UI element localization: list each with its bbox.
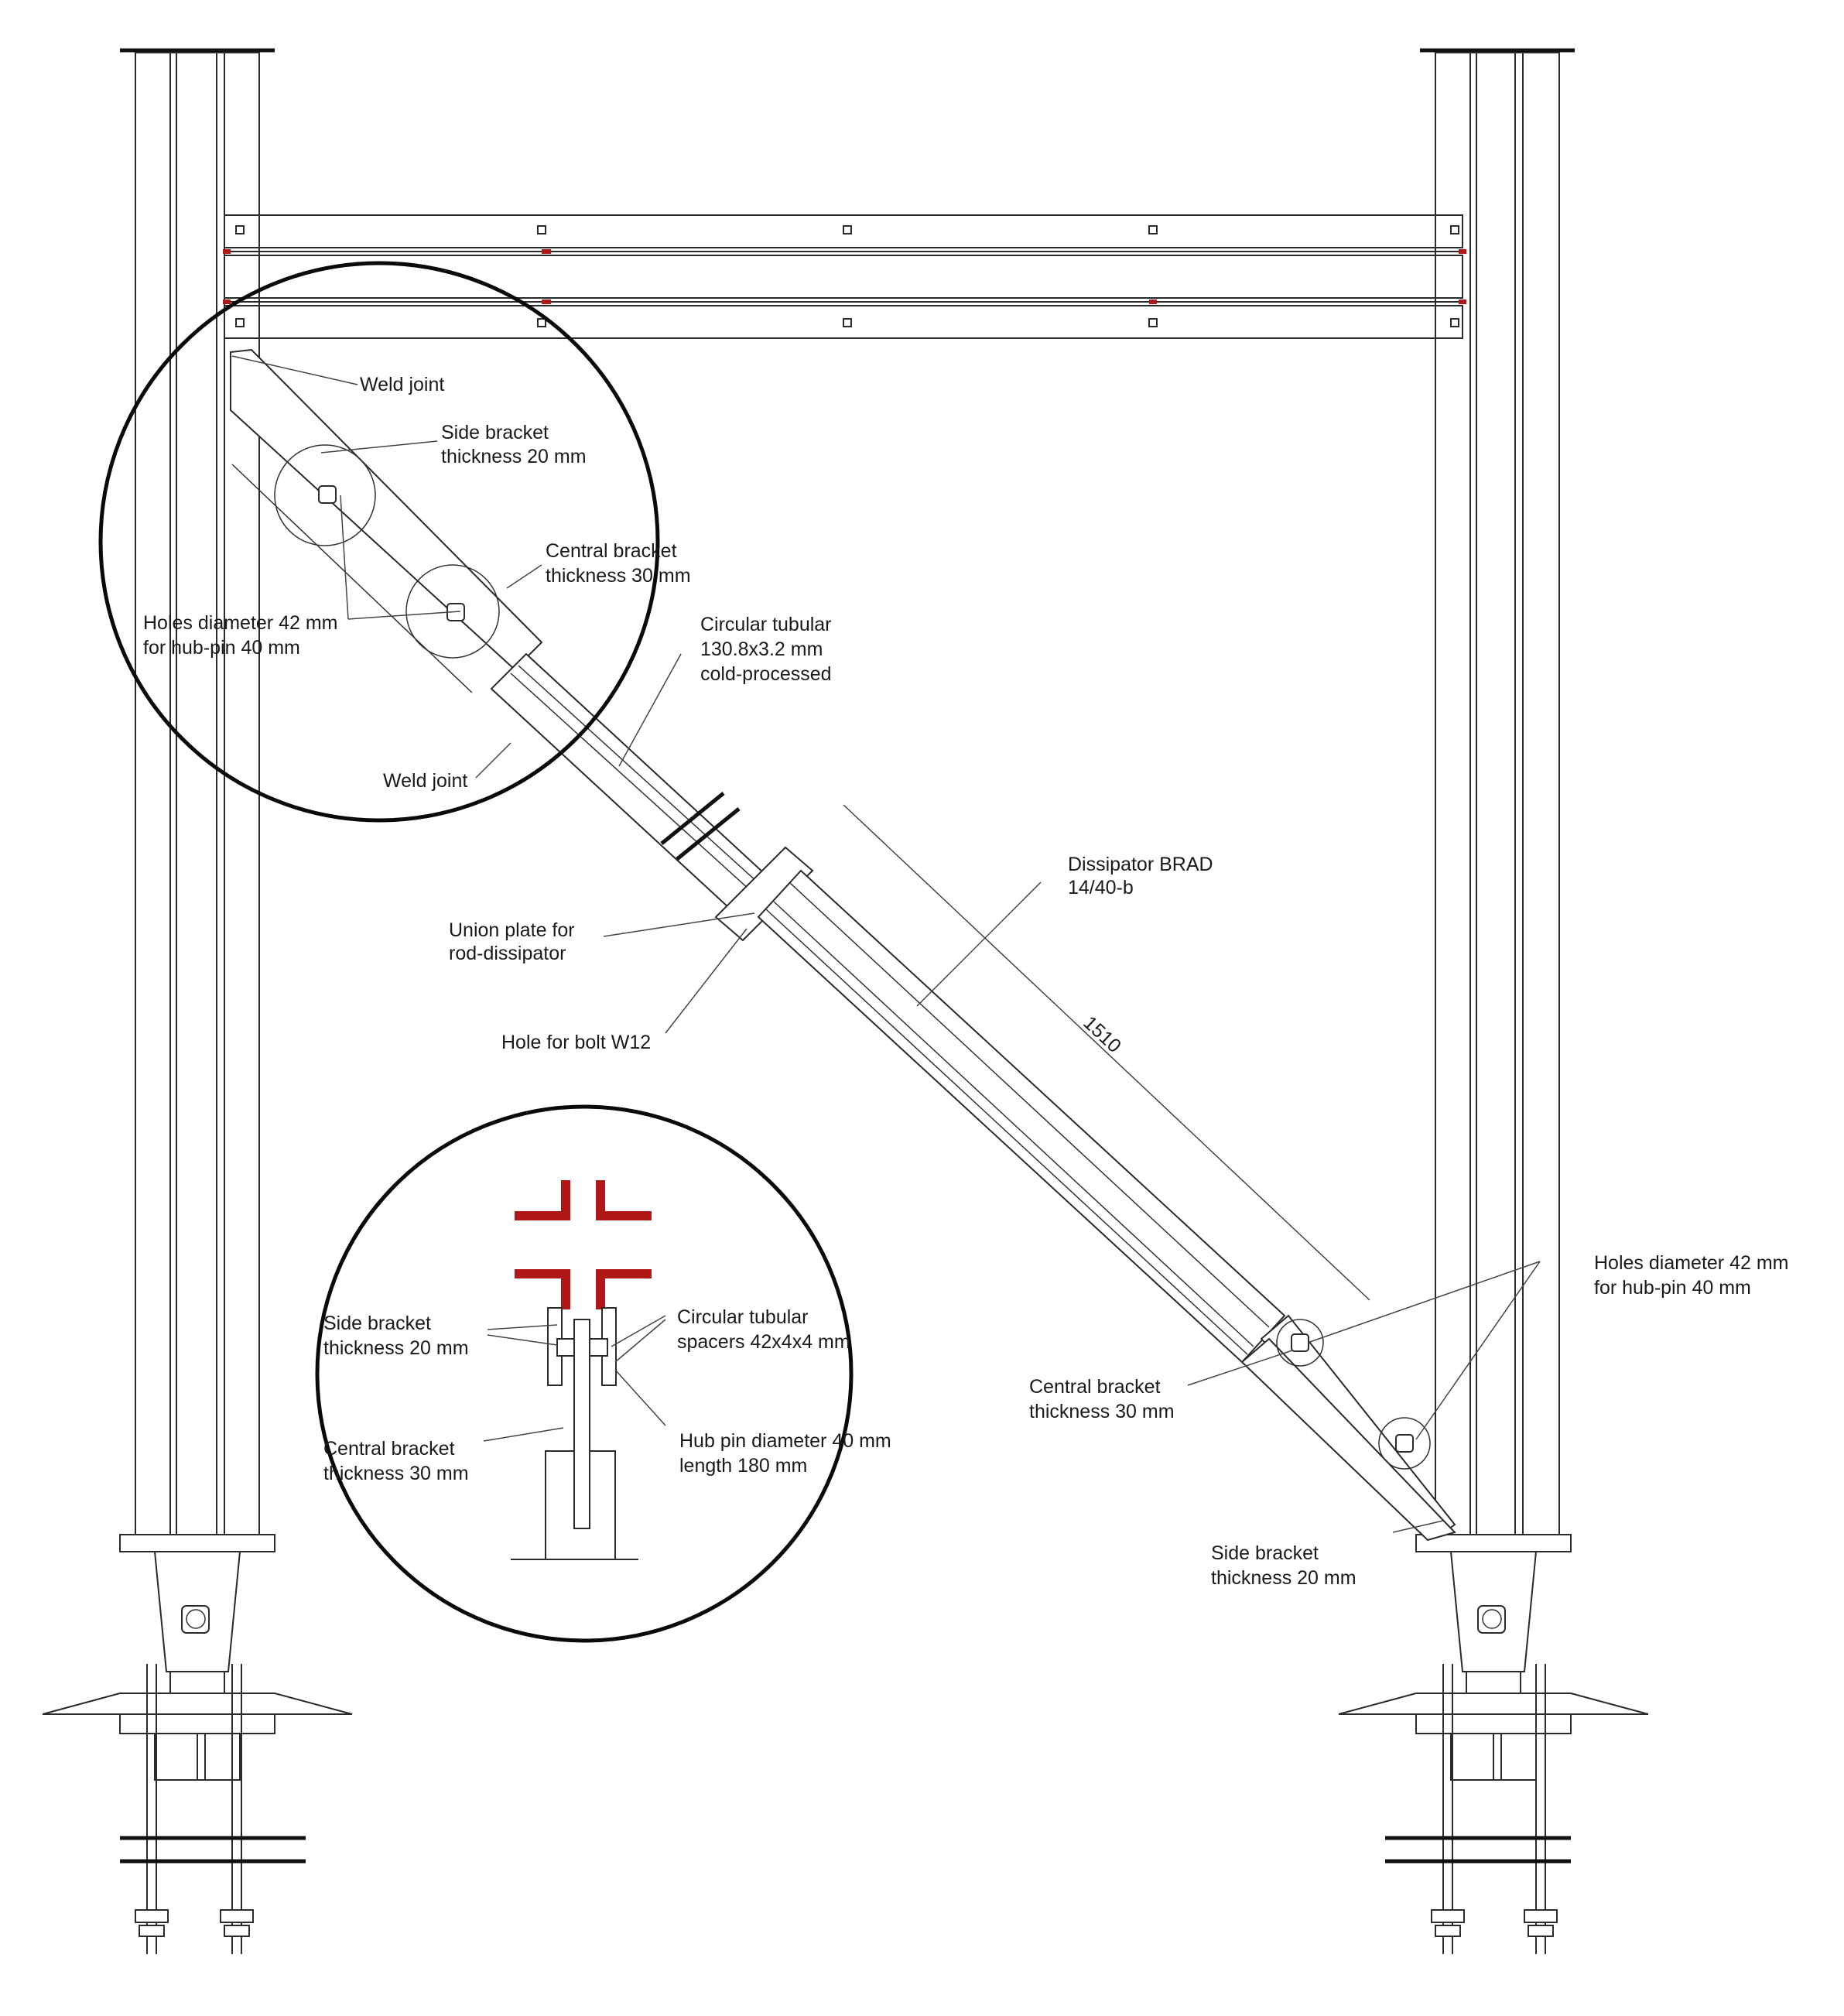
union-plate-label-2: rod-dissipator: [449, 943, 566, 964]
diagonal-brace: [230, 348, 1456, 1542]
holes-right-label-1: Holes diameter 42 mm: [1594, 1252, 1788, 1274]
union-plate-label-1: Union plate for: [449, 919, 575, 941]
central-bracket-top-label-1: Central bracket: [546, 540, 677, 562]
detail-side-bracket-label-1: Side bracket: [323, 1313, 431, 1334]
detail-spacers-label-2: spacers 42x4x4 mm: [677, 1331, 850, 1353]
central-bracket-top-label-2: thickness 30 mm: [546, 565, 691, 587]
detail-hub-pin-label-1: Hub pin diameter 40 mm: [679, 1430, 891, 1452]
beam-red-marks: [223, 249, 1466, 304]
dissipator-label-2: 14/40-b: [1068, 877, 1134, 898]
dimension-label: 1510: [1079, 1012, 1125, 1057]
detail-central-bracket-label-1: Central bracket: [323, 1438, 455, 1460]
side-bracket-right-label-1: Side bracket: [1211, 1542, 1319, 1564]
hole-bolt-label: Hole for bolt W12: [501, 1032, 651, 1053]
holes-top-label-2: for hub-pin 40 mm: [143, 637, 300, 659]
central-bracket-right-label-2: thickness 30 mm: [1029, 1401, 1175, 1422]
holes-top-label-1: Holes diameter 42 mm: [143, 612, 337, 634]
bottom-detail: [315, 1104, 854, 1643]
weld-joint-bottom-label: Weld joint: [383, 770, 467, 792]
detail-side-bracket-label-2: thickness 20 mm: [323, 1337, 469, 1359]
beam-bolts: [235, 225, 1459, 327]
side-bracket-top-label-1: Side bracket: [441, 422, 549, 443]
tubular-label-1: Circular tubular: [700, 614, 832, 635]
dissipator-label-1: Dissipator BRAD: [1068, 854, 1213, 875]
central-bracket-right-label-1: Central bracket: [1029, 1376, 1161, 1398]
top-detail-circle: [98, 261, 660, 823]
bottom-detail-circle: [315, 1104, 854, 1643]
angle-sections: [515, 1180, 652, 1309]
weld-joint-top-label: Weld joint: [360, 374, 444, 395]
holes-right-label-2: for hub-pin 40 mm: [1594, 1277, 1751, 1299]
detail-hub-pin-label-2: length 180 mm: [679, 1455, 807, 1477]
side-bracket-top-label-2: thickness 20 mm: [441, 446, 587, 467]
tubular-label-3: cold-processed: [700, 663, 832, 685]
labels: Weld joint Side bracket thickness 20 mm …: [143, 374, 1788, 1589]
side-bracket-right-label-2: thickness 20 mm: [1211, 1567, 1356, 1589]
left-column: [42, 48, 353, 1954]
leader-lines: [231, 355, 1541, 1533]
top-beams: [223, 214, 1466, 339]
right-column: [1338, 48, 1649, 1954]
detail-spacers-label-1: Circular tubular: [677, 1306, 809, 1328]
tubular-label-2: 130.8x3.2 mm: [700, 638, 823, 660]
detail-central-bracket-label-2: thickness 30 mm: [323, 1463, 469, 1484]
